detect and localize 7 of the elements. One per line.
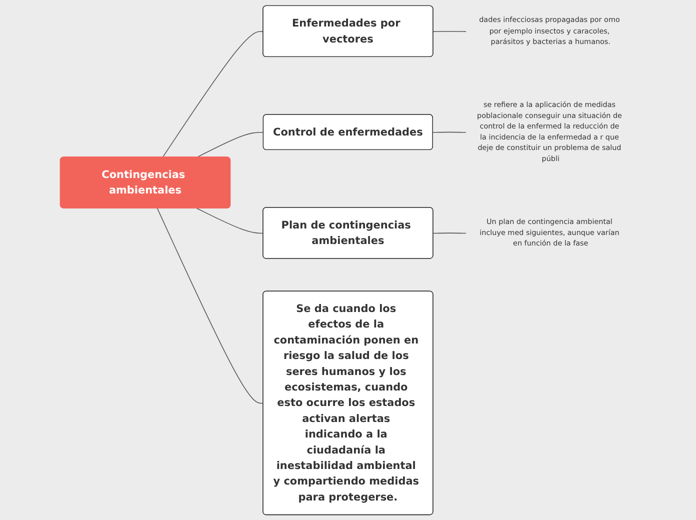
connector bbox=[432, 232, 466, 234]
connector bbox=[196, 132, 264, 158]
connector bbox=[162, 31, 264, 158]
connector bbox=[432, 132, 466, 133]
connector bbox=[196, 208, 264, 234]
connector bbox=[156, 208, 264, 404]
connector bbox=[432, 30, 466, 32]
